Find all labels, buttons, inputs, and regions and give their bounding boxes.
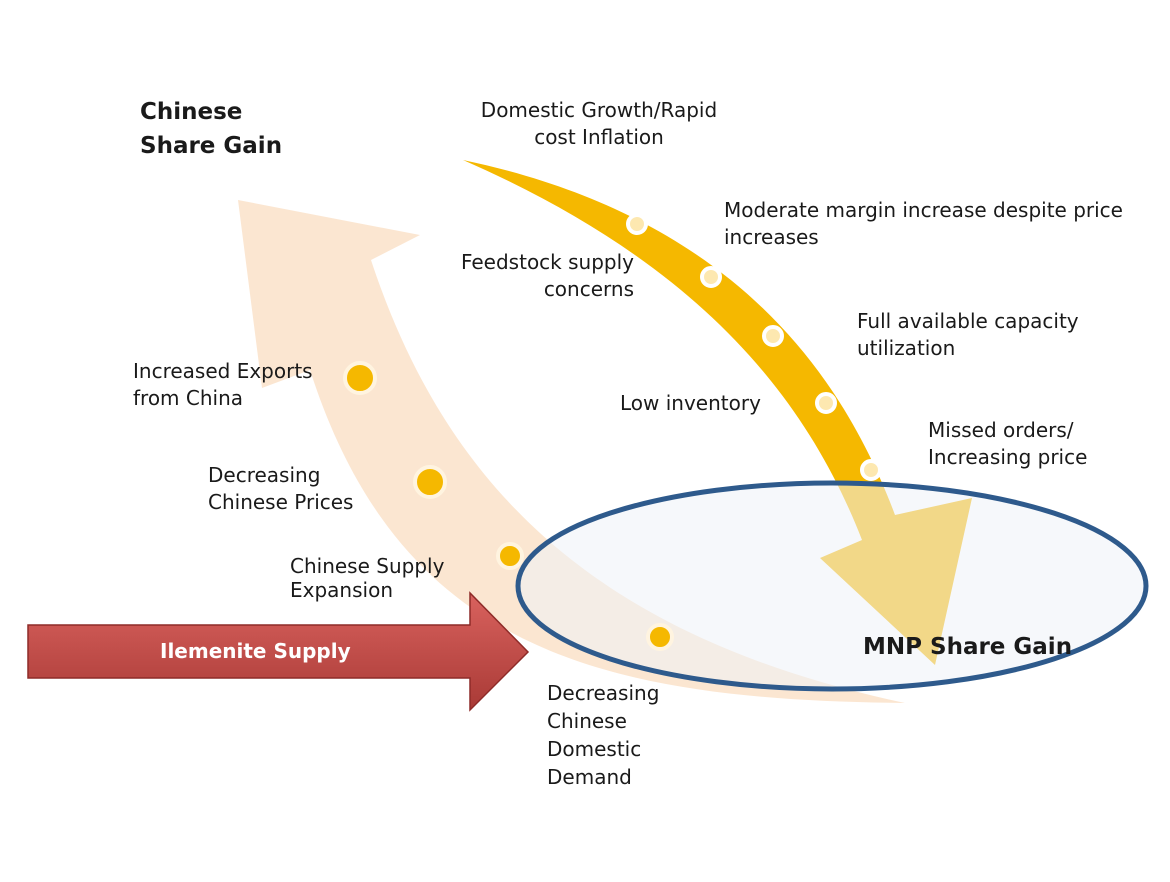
ilemenite-supply-label: Ilemenite Supply	[160, 639, 351, 663]
low-inventory-label: Low inventory	[620, 391, 761, 415]
mnp-ellipse	[515, 480, 1149, 692]
gold-dot	[762, 325, 784, 347]
increased-exports-label: Increased Exports from China	[133, 359, 313, 410]
ilemenite-supply-arrow	[27, 591, 530, 712]
gold-dot	[860, 459, 882, 481]
moderate-margin-label: Moderate margin increase despite price i…	[724, 198, 1123, 249]
domestic-growth-label: Domestic Growth/Rapid cost Inflation	[480, 98, 718, 149]
mnp-share-gain-title: MNP Share Gain	[863, 634, 1073, 660]
peach-arrow-dots	[343, 361, 674, 651]
peach-dot	[646, 623, 674, 651]
gold-dot	[815, 392, 837, 414]
peach-dot	[496, 542, 524, 570]
gold-arrow-dots	[626, 213, 882, 481]
full-capacity-label: Full available capacity utilization	[857, 309, 1079, 360]
peach-dot	[343, 361, 377, 395]
peach-dot	[413, 465, 447, 499]
missed-orders-label: Missed orders/ Increasing price	[928, 418, 1088, 469]
supply-expansion-label: Chinese Supply Expansion	[290, 554, 445, 602]
feedstock-label: Feedstock supply concerns	[460, 250, 634, 301]
decreasing-demand-label: Decreasing Chinese Domestic Demand	[547, 681, 660, 789]
gold-dot	[626, 213, 648, 235]
gold-dot	[700, 266, 722, 288]
chinese-share-gain-title: Chinese Share Gain	[140, 99, 283, 159]
decreasing-prices-label: Decreasing Chinese Prices	[208, 463, 354, 514]
